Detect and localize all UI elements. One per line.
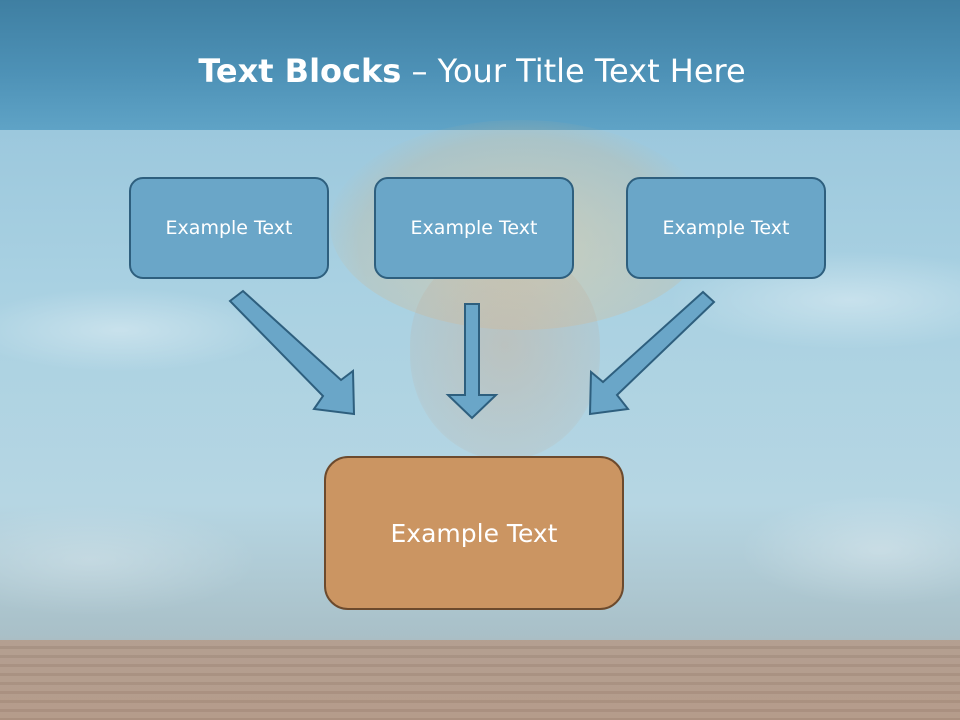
background-deck bbox=[0, 640, 960, 720]
text-block-right[interactable]: Example Text bbox=[626, 177, 826, 279]
arrow-middle-down bbox=[445, 303, 499, 420]
slide-title: Text Blocks – Your Title Text Here bbox=[0, 52, 944, 90]
text-block-right-label: Example Text bbox=[662, 217, 790, 239]
title-bold: Text Blocks bbox=[198, 52, 402, 90]
text-block-center[interactable]: Example Text bbox=[324, 456, 624, 610]
arrow-left-diagonal bbox=[228, 289, 356, 416]
arrow-right-diagonal bbox=[588, 290, 716, 416]
background-face bbox=[410, 250, 600, 460]
text-block-left[interactable]: Example Text bbox=[129, 177, 329, 279]
title-rest: – Your Title Text Here bbox=[401, 52, 746, 90]
background-top-band bbox=[0, 0, 960, 130]
text-block-middle-label: Example Text bbox=[410, 217, 538, 239]
text-block-center-label: Example Text bbox=[390, 518, 558, 548]
text-block-middle[interactable]: Example Text bbox=[374, 177, 574, 279]
text-block-left-label: Example Text bbox=[165, 217, 293, 239]
